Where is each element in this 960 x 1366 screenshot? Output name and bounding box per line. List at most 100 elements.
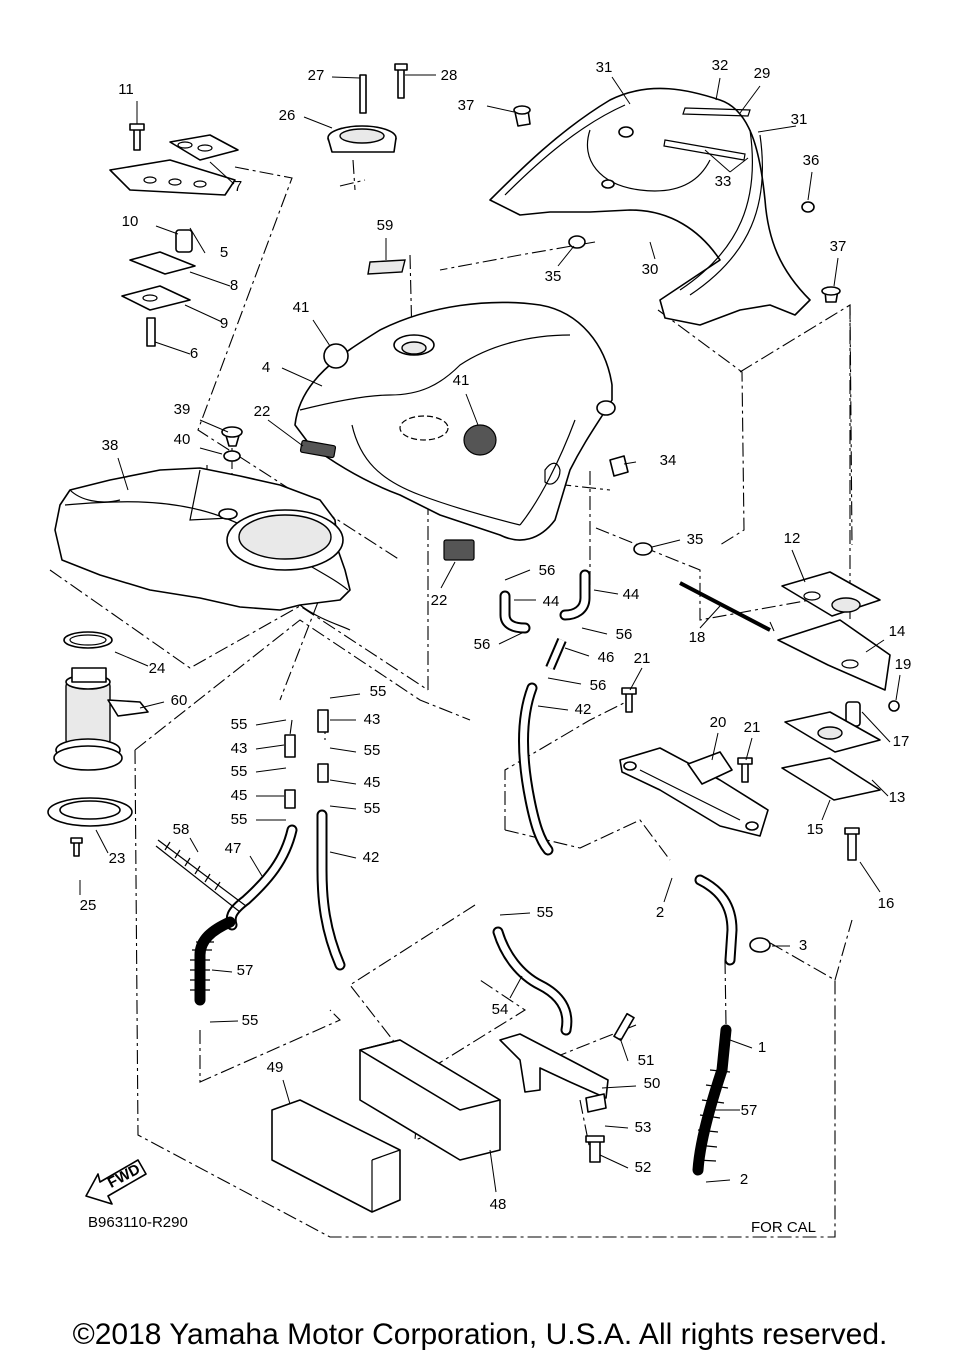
callout-55: 55 [231,716,248,733]
callout-24: 24 [149,660,166,677]
callout-14: 14 [889,623,906,640]
callout-17: 17 [893,733,910,750]
callout-31: 31 [596,59,613,76]
tray-assembly [619,687,769,837]
callout-50: 50 [644,1075,661,1092]
callout-11: 11 [118,81,134,98]
callout-45: 45 [364,774,381,791]
bracket-stack [109,123,239,347]
callout-20: 20 [710,714,727,731]
callout-8: 8 [230,277,238,294]
callout-51: 51 [638,1052,655,1069]
callout-22: 22 [431,592,448,609]
callout-55: 55 [231,763,248,780]
callout-16: 16 [878,895,895,912]
callout-25: 25 [80,897,97,914]
callout-52: 52 [635,1159,652,1176]
region-note: FOR CAL [751,1219,816,1236]
callout-19: 19 [895,656,912,673]
callout-45: 45 [231,787,248,804]
right-bracket-stack [679,571,900,861]
callout-44: 44 [543,593,560,610]
callout-5: 5 [220,244,228,261]
callout-44: 44 [623,586,640,603]
callout-56: 56 [539,562,556,579]
callout-27: 27 [308,67,325,84]
callout-55: 55 [364,742,381,759]
callout-36: 36 [803,152,820,169]
callout-49: 49 [267,1059,284,1076]
callout-33: 33 [715,173,732,190]
callout-41: 41 [293,299,310,316]
label-and-grommets [323,259,497,456]
callout-55: 55 [231,811,248,828]
callout-29: 29 [754,65,771,82]
hoses-and-fittings [155,569,771,1176]
callout-13: 13 [889,789,906,806]
callout-47: 47 [225,840,242,857]
callout-57: 57 [741,1102,758,1119]
callout-43: 43 [364,711,381,728]
callout-7: 7 [234,178,242,195]
callout-42: 42 [575,701,592,718]
callout-3: 3 [799,937,807,954]
callout-4: 4 [262,359,270,376]
callout-15: 15 [807,821,824,838]
callout-55: 55 [370,683,387,700]
callout-46: 46 [598,649,615,666]
fuel-tank [54,467,351,631]
clips-and-dampers [221,105,841,561]
callout-22: 22 [254,403,271,420]
callout-21: 21 [634,650,651,667]
callout-30: 30 [642,261,659,278]
callout-39: 39 [174,401,191,418]
fuel-tank-cover [294,301,616,541]
callout-55: 55 [364,800,381,817]
callout-60: 60 [171,692,188,709]
callout-37: 37 [830,238,847,255]
callout-10: 10 [122,213,139,230]
callout-34: 34 [660,452,677,469]
callout-56: 56 [474,636,491,653]
fuel-cap [327,63,408,153]
callout-56: 56 [590,677,607,694]
fuel-tank-parts-diagram: FWD [47,57,912,1238]
callout-37: 37 [458,97,475,114]
callout-1: 1 [758,1039,766,1056]
callout-9: 9 [220,315,228,332]
callout-31: 31 [791,111,808,128]
fwd-arrow: FWD [85,1159,147,1205]
diagram-code: B963110-R290 [88,1214,188,1231]
callout-26: 26 [279,107,296,124]
callout-labels: 1 2 2 3 4 5 6 7 8 9 10 11 12 13 14 15 16… [80,57,912,1213]
callout-35: 35 [687,531,704,548]
callout-21: 21 [744,719,761,736]
canister-assembly [271,1012,635,1213]
callout-55: 55 [537,904,554,921]
copyright-notice: ©2018 Yamaha Motor Corporation, U.S.A. A… [72,1318,888,1351]
callout-35: 35 [545,268,562,285]
callout-48: 48 [490,1196,507,1213]
callout-42: 42 [363,849,380,866]
callout-28: 28 [441,67,458,84]
callout-59: 59 [377,217,394,234]
rear-cowl-panel [489,87,811,326]
callout-40: 40 [174,431,191,448]
callout-2: 2 [740,1171,748,1188]
callout-12: 12 [784,530,801,547]
callout-18: 18 [689,629,706,646]
callout-41: 41 [453,372,470,389]
callout-55: 55 [242,1012,259,1029]
callout-56: 56 [616,626,633,643]
callout-53: 53 [635,1119,652,1136]
callout-6: 6 [190,345,198,362]
fuel-pump-assembly [47,631,149,857]
callout-38: 38 [102,437,119,454]
callout-58: 58 [173,821,190,838]
leader-lines [79,74,901,1193]
callout-32: 32 [712,57,729,74]
callout-43: 43 [231,740,248,757]
callout-54: 54 [492,1001,509,1018]
callout-23: 23 [109,850,126,867]
callout-2: 2 [656,904,664,921]
